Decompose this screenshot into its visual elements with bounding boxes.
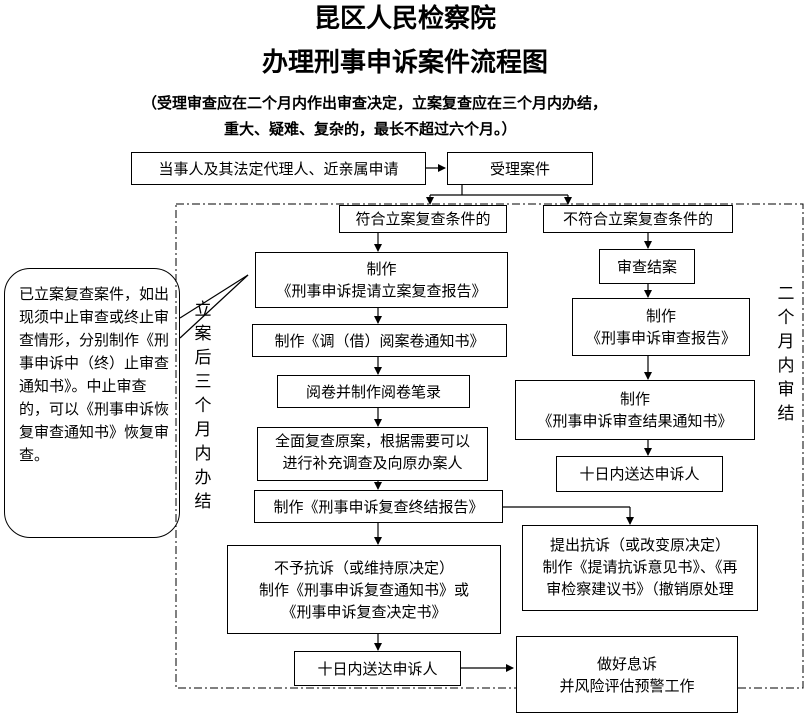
box-send-petitioner-right: 十日内送达申诉人 — [556, 456, 723, 492]
time-limit-note-1: （受理审查应在二个月内作出审查决定，立案复查应在三个月内办结， — [142, 94, 608, 112]
box-result-notice-line1: 制作 — [619, 390, 650, 408]
box-final-report: 制作《刑事申诉复查终结报告》 — [254, 490, 503, 523]
box-risk-line1: 做好息诉 — [596, 654, 657, 673]
box-not-meets-text: 不符合立案复查条件的 — [562, 210, 713, 228]
box-accept: 受理案件 — [447, 152, 593, 185]
box-close-review: 审查结案 — [599, 249, 695, 284]
suspension-note-callout: 已立案复查案件，如出现须中止审查或终止审查情形，分别制作《刑事申诉中（终）止审查… — [4, 268, 180, 538]
label-two-months: 二个月内审结 — [777, 284, 795, 424]
box-result-notice-line2: 《刑事申诉审查结果通知书》 — [537, 412, 733, 430]
box-full-review: 全面复查原案，根据需要可以 进行补充调查及向原办案人 — [257, 427, 488, 481]
box-draft-filing-report-line1: 制作 — [366, 260, 397, 278]
box-draft-filing-report: 制作 《刑事申诉提请立案复查报告》 — [255, 252, 508, 308]
box-no-protest-line1: 不予抗诉（或维持原决定） — [273, 558, 454, 577]
box-draft-filing-report-line2: 《刑事申诉提请立案复查报告》 — [276, 282, 487, 300]
box-send-petitioner-left: 十日内送达申诉人 — [294, 651, 461, 686]
label-three-months: 立案后三个月内办结 — [194, 300, 212, 512]
box-no-protest-line2: 制作《刑事申诉复查通知书》或 — [258, 580, 469, 599]
box-review-report: 制作 《刑事申诉审查报告》 — [572, 298, 750, 356]
box-applicant: 当事人及其法定代理人、近亲属申请 — [131, 152, 426, 185]
box-close-review-text: 审查结案 — [616, 257, 677, 276]
box-file-access-notice-text: 制作《调（借）阅案卷通知书》 — [274, 331, 485, 350]
process-frame — [175, 203, 804, 689]
box-review-report-line2: 《刑事申诉审查报告》 — [585, 329, 736, 347]
box-meets-text: 符合立案复查条件的 — [355, 210, 491, 228]
box-protest-line1: 提出抗诉（或改变原决定） — [549, 536, 730, 554]
box-read-files-text: 阅卷并制作阅卷笔录 — [305, 382, 441, 401]
box-final-report-text: 制作《刑事申诉复查终结报告》 — [273, 497, 484, 516]
box-no-protest-line3: 《刑事申诉复查决定书》 — [281, 602, 447, 621]
box-send-left-text: 十日内送达申诉人 — [317, 659, 438, 678]
box-applicant-text: 当事人及其法定代理人、近亲属申请 — [158, 159, 399, 178]
box-risk-line2: 并风险评估预警工作 — [559, 676, 695, 695]
box-file-access-notice: 制作《调（借）阅案卷通知书》 — [252, 324, 507, 357]
title-line-1: 昆区人民检察院 — [313, 4, 496, 34]
box-protest-line3: 审检察建议书》（撤销原处理 — [546, 580, 734, 598]
box-not-meets-conditions: 不符合立案复查条件的 — [543, 205, 733, 233]
box-read-files: 阅卷并制作阅卷笔录 — [277, 375, 470, 408]
box-review-report-line1: 制作 — [645, 307, 676, 325]
box-result-notice: 制作 《刑事申诉审查结果通知书》 — [515, 380, 755, 440]
box-protest: 提出抗诉（或改变原决定） 制作《提请抗诉意见书》、《再 审检察建议书》（撤销原处… — [522, 525, 758, 611]
box-accept-text: 受理案件 — [489, 159, 550, 178]
box-full-review-line1: 全面复查原案，根据需要可以 — [274, 432, 470, 450]
box-send-right-text: 十日内送达申诉人 — [579, 465, 700, 483]
box-meets-conditions: 符合立案复查条件的 — [339, 205, 507, 233]
time-limit-note-2: 重大、疑难、复杂的，最长不超过六个月。） — [224, 120, 517, 138]
box-no-protest: 不予抗诉（或维持原决定） 制作《刑事申诉复查通知书》或 《刑事申诉复查决定书》 — [227, 545, 501, 634]
box-risk-assessment: 做好息诉 并风险评估预警工作 — [516, 636, 738, 713]
box-full-review-line2: 进行补充调查及向原办案人 — [282, 454, 463, 472]
title-line-2: 办理刑事申诉案件流程图 — [261, 48, 548, 78]
box-protest-line2: 制作《提请抗诉意见书》、《再 — [542, 558, 738, 576]
